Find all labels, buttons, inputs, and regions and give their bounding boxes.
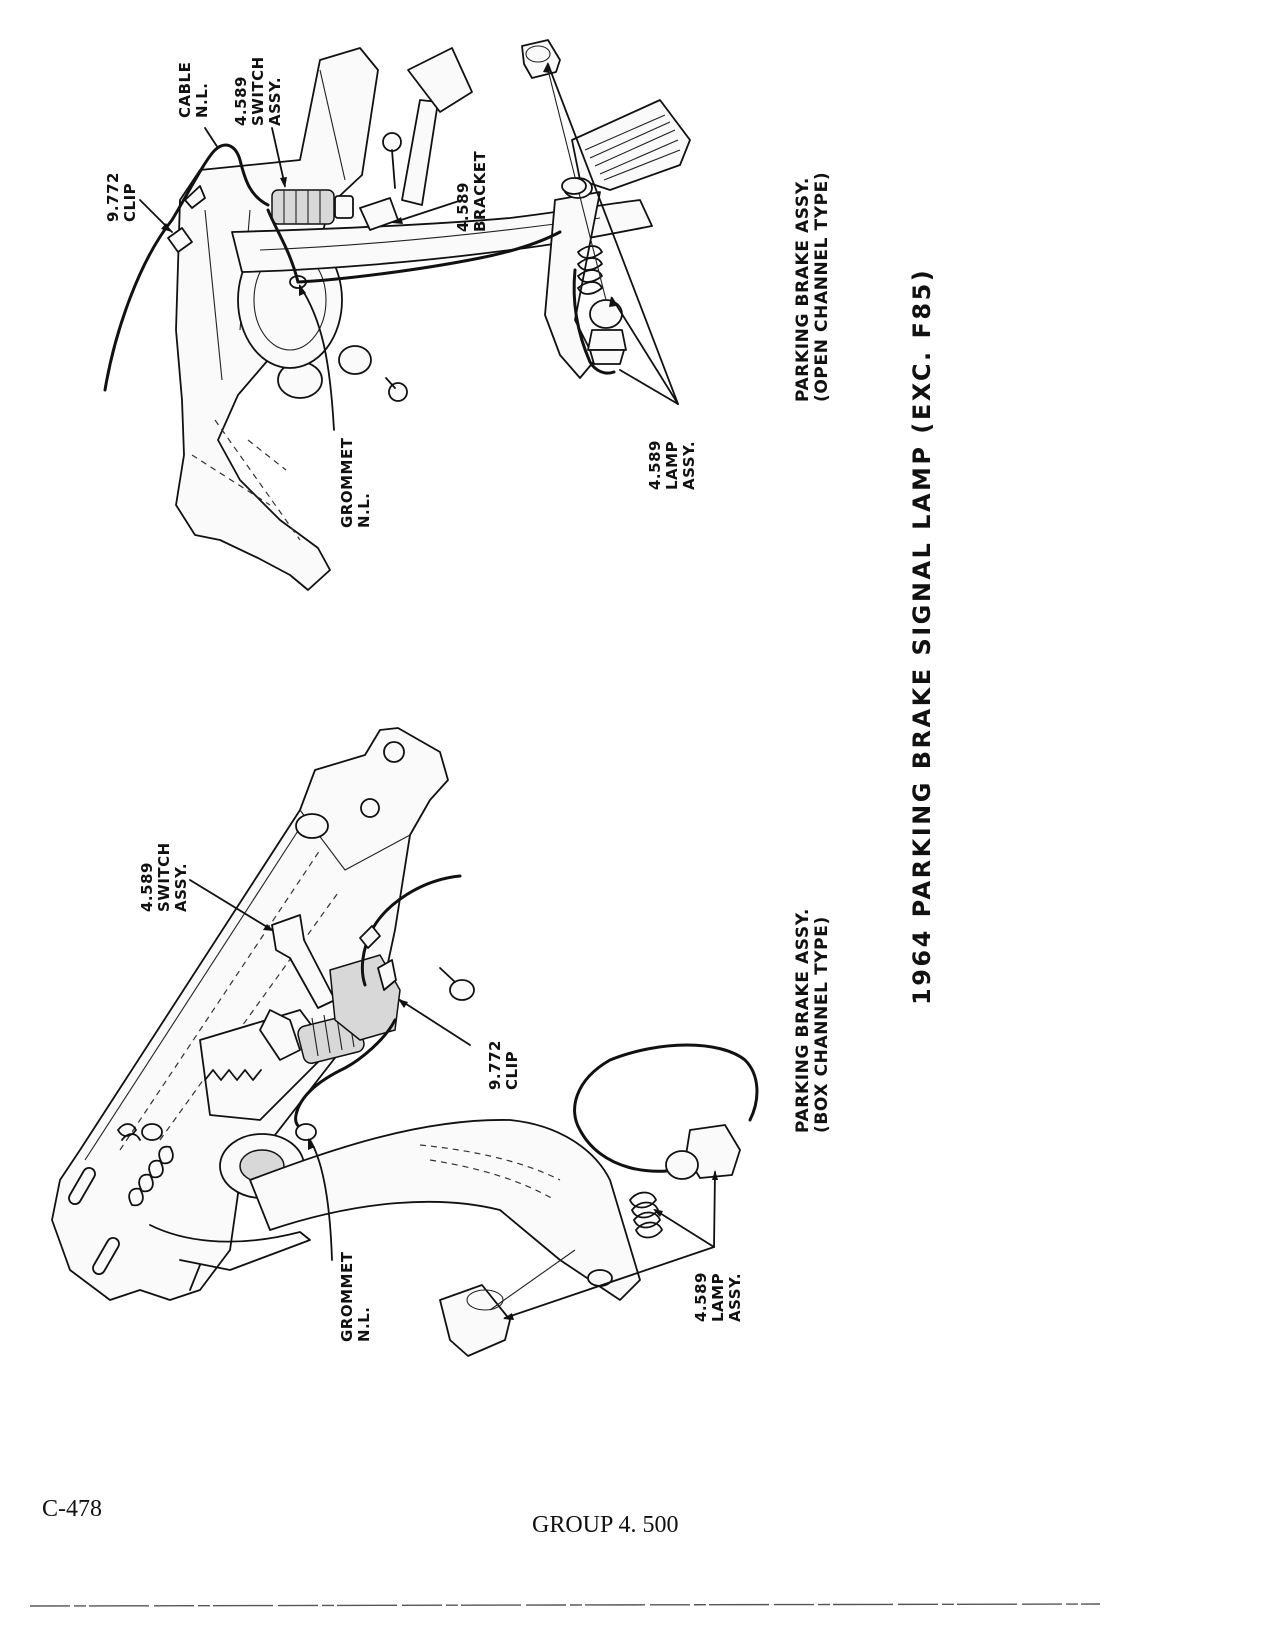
top-switch-label-line3: ASSY. xyxy=(266,77,284,126)
bottom-clip-label-line1: 9.772 xyxy=(486,1040,504,1090)
top-switch-label-line2: SWITCH xyxy=(249,56,267,126)
bottom-leader-lines xyxy=(189,879,718,1320)
top-leader-lines xyxy=(139,62,679,431)
top-lamp-label-line3: ASSY. xyxy=(680,441,698,490)
bottom-lamp-label-line2: LAMP xyxy=(709,1273,727,1322)
top-bracket-label-line2: BRACKET xyxy=(471,151,489,232)
bottom-caption-line1: PARKING BRAKE ASSY. xyxy=(793,908,813,1133)
bottom-switch-label-line3: ASSY. xyxy=(172,863,190,912)
top-clip-label-line2: CLIP xyxy=(121,183,139,222)
svg-text:GROMMET N.L.: GROMMET N.L. xyxy=(338,432,373,528)
page-number: C-478 xyxy=(42,1496,102,1522)
svg-text:4.589 BRACKET: 4.589 BRACKET xyxy=(454,151,489,232)
svg-text:9.772 CLIP: 9.772 CLIP xyxy=(486,1034,521,1090)
bottom-labels: 4.589 SWITCH ASSY. 9.772 CLIP GROMMET N.… xyxy=(138,837,832,1342)
bottom-grommet-label-line2: N.L. xyxy=(355,1306,373,1342)
svg-text:4.589 LAMP ASSY.: 4.589 LAMP ASSY. xyxy=(692,1266,744,1322)
svg-text:PARKING BRAKE ASSY. (BOX: PARKING BRAKE ASSY. (BOX CHANNEL TYPE) xyxy=(793,902,832,1133)
group-number: GROUP 4. 500 xyxy=(532,1512,679,1538)
bottom-switch-label-line2: SWITCH xyxy=(155,842,173,912)
figure-title: 1964 PARKING BRAKE SIGNAL LAMP (EXC. F85… xyxy=(908,268,936,1005)
top-caption-line1: PARKING BRAKE ASSY. xyxy=(793,177,813,402)
top-caption-line2: (OPEN CHANNEL TYPE) xyxy=(812,172,832,402)
bottom-lamp-label-line1: 4.589 xyxy=(692,1272,710,1322)
bottom-grommet-label-line1: GROMMET xyxy=(338,1251,356,1342)
top-assembly-drawing xyxy=(103,39,691,591)
top-bracket-label-line1: 4.589 xyxy=(454,182,472,232)
bottom-lamp-label-line3: ASSY. xyxy=(726,1273,744,1322)
top-lamp-label-line1: 4.589 xyxy=(646,440,664,490)
top-clip-label-line1: 9.772 xyxy=(104,172,122,222)
top-switch-label-line1: 4.589 xyxy=(232,76,250,126)
svg-text:CABLE N.L.: CABLE N.L. xyxy=(176,56,211,118)
top-lamp-label-line2: LAMP xyxy=(663,441,681,490)
bottom-clip-label-line2: CLIP xyxy=(503,1051,521,1090)
bottom-switch-label-line1: 4.589 xyxy=(138,862,156,912)
svg-text:4.589 LAMP ASSY.: 4.589 LAMP ASSY. xyxy=(646,434,698,490)
top-cable-label-line2: N.L. xyxy=(193,82,211,118)
svg-text:4.589 SWITCH ASSY.: 4.589 SWITCH ASSY. xyxy=(232,51,284,126)
top-grommet-label-line1: GROMMET xyxy=(338,437,356,528)
svg-text:4.589 SWITCH ASSY.: 4.589 SWITCH ASSY. xyxy=(138,837,190,912)
page-bottom-rule xyxy=(29,1603,1101,1607)
bottom-caption-line2: (BOX CHANNEL TYPE) xyxy=(812,916,832,1133)
top-grommet-label-line2: N.L. xyxy=(355,492,373,528)
svg-text:GROMMET N.L.: GROMMET N.L. xyxy=(338,1246,373,1342)
top-labels: 9.772 CLIP CABLE N.L. 4.589 SWITCH ASSY.… xyxy=(104,51,832,528)
bottom-assembly-drawing xyxy=(51,727,759,1357)
svg-text:9.772 CLIP: 9.772 CLIP xyxy=(104,166,139,222)
top-cable-label-line1: CABLE xyxy=(176,62,194,118)
svg-text:PARKING BRAKE ASSY. (OPE: PARKING BRAKE ASSY. (OPEN CHANNEL TYPE) xyxy=(793,171,832,402)
